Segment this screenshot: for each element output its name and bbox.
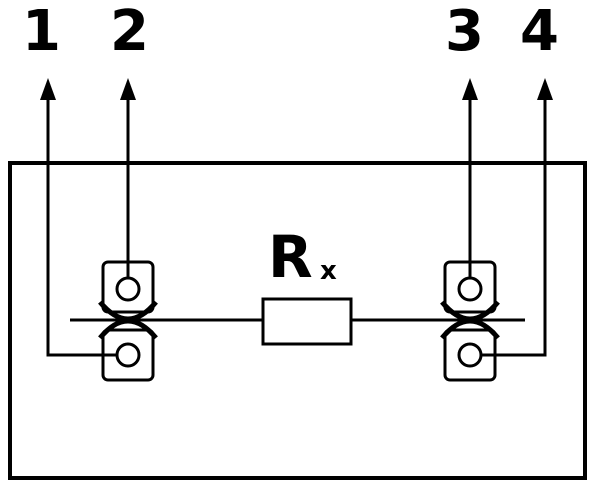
lead-1 <box>40 78 117 357</box>
resistor-rx <box>261 297 353 346</box>
terminal-label-3: 3 <box>445 0 484 64</box>
lead-4 <box>481 78 553 357</box>
lead-3 <box>462 78 478 278</box>
resistor-symbol: R <box>268 223 313 291</box>
terminal-label-2: 2 <box>110 0 149 64</box>
terminal-label-1: 1 <box>22 0 61 64</box>
lead-2 <box>120 78 136 278</box>
right-clip <box>440 260 500 382</box>
resistor-subscript: x <box>320 256 337 286</box>
board-outline <box>8 161 587 480</box>
terminal-label-4: 4 <box>520 0 559 64</box>
